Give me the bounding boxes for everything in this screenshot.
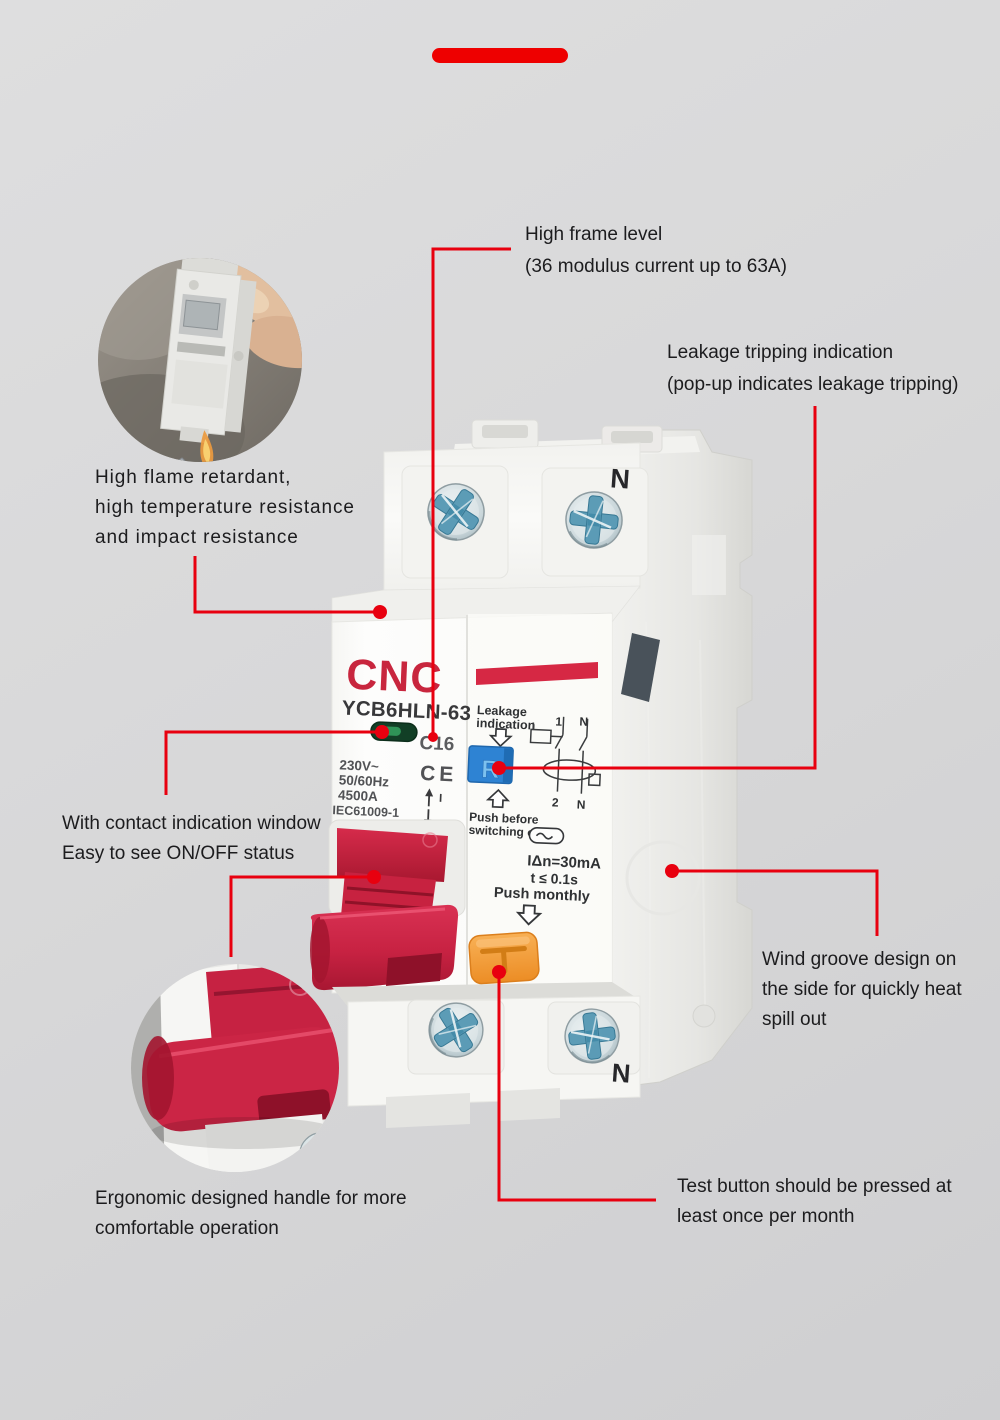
annotation-lines [164, 247, 879, 1202]
side-emboss-circle [625, 840, 701, 916]
model-number: YCB6HLN-63 [341, 696, 471, 725]
frequency-label: 50/60Hz [338, 772, 389, 789]
breaker-device: N CNC YCB6HLN-63 C16 230V~ 50/60Hz 4500A… [310, 419, 753, 1128]
note-test-button: Test button should be pressed at least o… [677, 1172, 952, 1232]
photo-breaker [160, 258, 257, 444]
note-ergonomic-handle: Ergonomic designed handle for more comfo… [95, 1184, 407, 1244]
note-line: and impact resistance [95, 527, 299, 548]
line-wind-groove [672, 869, 879, 936]
annotation-dots [367, 605, 679, 979]
line-leakage-tripping [499, 406, 817, 770]
note-line: Ergonomic designed handle for more [95, 1188, 407, 1209]
red-divider-bar [432, 48, 568, 63]
note-line: With contact indication window [62, 813, 321, 834]
note-line: Test button should be pressed at [677, 1176, 952, 1197]
line-high-frame [431, 247, 511, 736]
capacity-label: 4500A [338, 787, 379, 804]
note-line: Easy to see ON/OFF status [62, 843, 295, 864]
wave-symbol [528, 826, 565, 845]
note-line: Wind groove design on [762, 949, 957, 970]
standard-label: IEC61009-1 [332, 803, 399, 820]
red-stripe [476, 662, 598, 685]
push-monthly-label: Push monthly [494, 885, 590, 905]
right-pole-printing: Leakage indication R Push before switchi… [467, 703, 602, 926]
voltage-label: 230V~ [339, 757, 379, 774]
note-wind-groove: Wind groove design on the side for quick… [762, 945, 962, 1035]
svg-text:N: N [579, 715, 588, 729]
svg-text:2: 2 [552, 795, 560, 809]
trip-time-label: t ≤ 0.1s [530, 870, 578, 888]
note-contact-window: With contact indication window Easy to s… [62, 809, 321, 869]
line-ergonomic-handle [229, 875, 374, 957]
note-line: High frame level [525, 224, 663, 245]
wiring-diagram: 1 N 2 N [529, 714, 601, 812]
svg-text:1: 1 [555, 714, 563, 728]
note-line: (36 modulus current up to 63A) [525, 256, 787, 277]
push-before-1: Push before [469, 810, 539, 827]
test-button [468, 931, 540, 985]
neutral-label-bottom: N [611, 1057, 632, 1088]
note-line: least once per month [677, 1206, 855, 1227]
leakage-label-2: indication [476, 716, 536, 733]
photo-flame [200, 430, 214, 462]
leakage-side-window [621, 633, 660, 702]
line-contact-window [164, 730, 382, 795]
push-before-2: switching on [468, 823, 542, 840]
note-line: comfortable operation [95, 1218, 279, 1239]
cnc-logo: CNC [345, 651, 443, 703]
test-button-label-glyph [479, 946, 527, 974]
rating-label: C16 [419, 733, 455, 756]
note-line: high temperature resistance [95, 497, 355, 518]
neutral-label-top: N [609, 463, 631, 494]
note-line: Leakage tripping indication [667, 342, 894, 363]
note-line: spill out [762, 1009, 827, 1030]
residual-current-label: IΔn=30mA [527, 852, 602, 872]
reset-button: R [467, 745, 514, 784]
side-rivet [692, 1004, 716, 1028]
note-line: the side for quickly heat [762, 979, 962, 1000]
note-flame-retardant: High flame retardant, high temperature r… [95, 463, 355, 553]
note-leakage-tripping: Leakage tripping indication (pop-up indi… [667, 337, 959, 401]
line-test-button [497, 972, 656, 1202]
leakage-label-1: Leakage [477, 703, 528, 719]
note-line: High flame retardant, [95, 467, 292, 488]
top-mount-clips [471, 419, 663, 453]
line-flame-retardant [193, 556, 380, 614]
breaker-handle [310, 819, 466, 991]
note-high-frame: High frame level (36 modulus current up … [525, 219, 787, 283]
svg-text:N: N [577, 797, 586, 811]
ce-mark: CE [420, 762, 458, 787]
left-pole-printing: CNC YCB6HLN-63 C16 230V~ 50/60Hz 4500A I… [332, 651, 472, 832]
note-line: (pop-up indicates leakage tripping) [667, 374, 959, 395]
handle-closeup-photo [131, 964, 339, 1172]
on-symbol: I [439, 793, 443, 805]
